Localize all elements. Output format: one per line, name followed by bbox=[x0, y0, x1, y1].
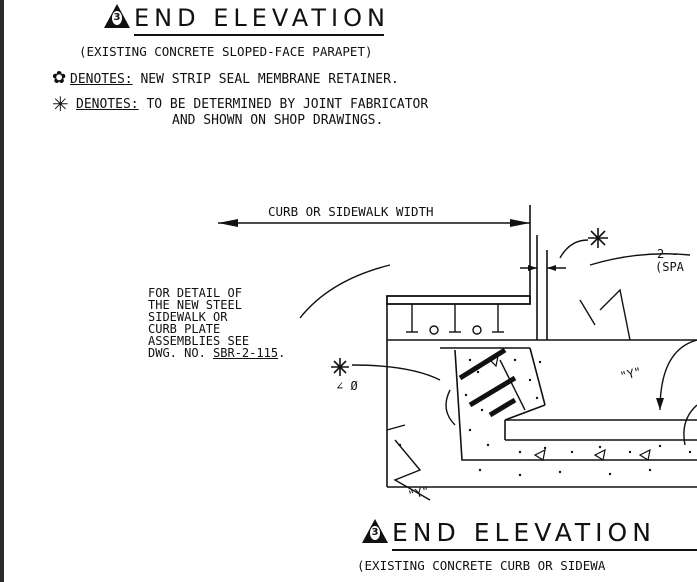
note-1: DENOTES: NEW STRIP SEAL MEMBRANE RETAINE… bbox=[70, 72, 399, 87]
note-2-key: DENOTES: bbox=[76, 97, 139, 112]
note-2-continued: AND SHOWN ON SHOP DRAWINGS. bbox=[172, 113, 384, 128]
sheet-border bbox=[0, 0, 4, 582]
bottom-title-underline bbox=[392, 549, 697, 551]
flower-star-icon: ✿ bbox=[52, 68, 67, 88]
width-label: CURB OR SIDEWALK WIDTH bbox=[268, 204, 434, 219]
detail-line: CURB PLATE bbox=[148, 322, 221, 336]
detail-line: SIDEWALK OR bbox=[148, 310, 228, 324]
bottom-subtitle: (EXISTING CONCRETE CURB OR SIDEWA bbox=[357, 558, 606, 573]
title-underline bbox=[134, 34, 384, 36]
note-2-text: TO BE DETERMINED BY JOINT FABRICATOR bbox=[138, 97, 429, 112]
section-marker-icon: 3 bbox=[362, 519, 388, 543]
detail-line: THE NEW STEEL bbox=[148, 298, 242, 312]
top-title-text: END ELEVATION bbox=[134, 4, 390, 32]
dwg-number-link: SBR-2-115 bbox=[213, 346, 279, 360]
note-2: DENOTES: TO BE DETERMINED BY JOINT FABRI… bbox=[76, 97, 428, 112]
note-1-key: DENOTES: bbox=[70, 72, 133, 87]
detail-line: FOR DETAIL OF bbox=[148, 286, 242, 300]
angle-label: ∠ Ø bbox=[336, 379, 358, 393]
arrow-left-icon bbox=[218, 219, 238, 227]
bottom-title-text: END ELEVATION bbox=[392, 518, 656, 547]
asterisk-angle-icon bbox=[331, 358, 349, 376]
note-1-text: NEW STRIP SEAL MEMBRANE RETAINER. bbox=[132, 72, 399, 87]
asterisk-icon: ✳ bbox=[52, 92, 69, 116]
section-marker-icon: 3 bbox=[104, 4, 130, 28]
top-subtitle: (EXISTING CONCRETE SLOPED-FACE PARAPET) bbox=[79, 44, 373, 59]
arrow-right-icon bbox=[510, 219, 530, 227]
right-label-1: 2 - bbox=[657, 247, 679, 261]
right-label-2: (SPA bbox=[655, 260, 684, 274]
detail-reference-note: FOR DETAIL OF THE NEW STEEL SIDEWALK OR … bbox=[148, 287, 285, 359]
asterisk-marker-icon bbox=[588, 228, 608, 248]
detail-line-dwg: DWG. NO. SBR-2-115. bbox=[148, 346, 286, 360]
detail-line: ASSEMBLIES SEE bbox=[148, 334, 250, 348]
